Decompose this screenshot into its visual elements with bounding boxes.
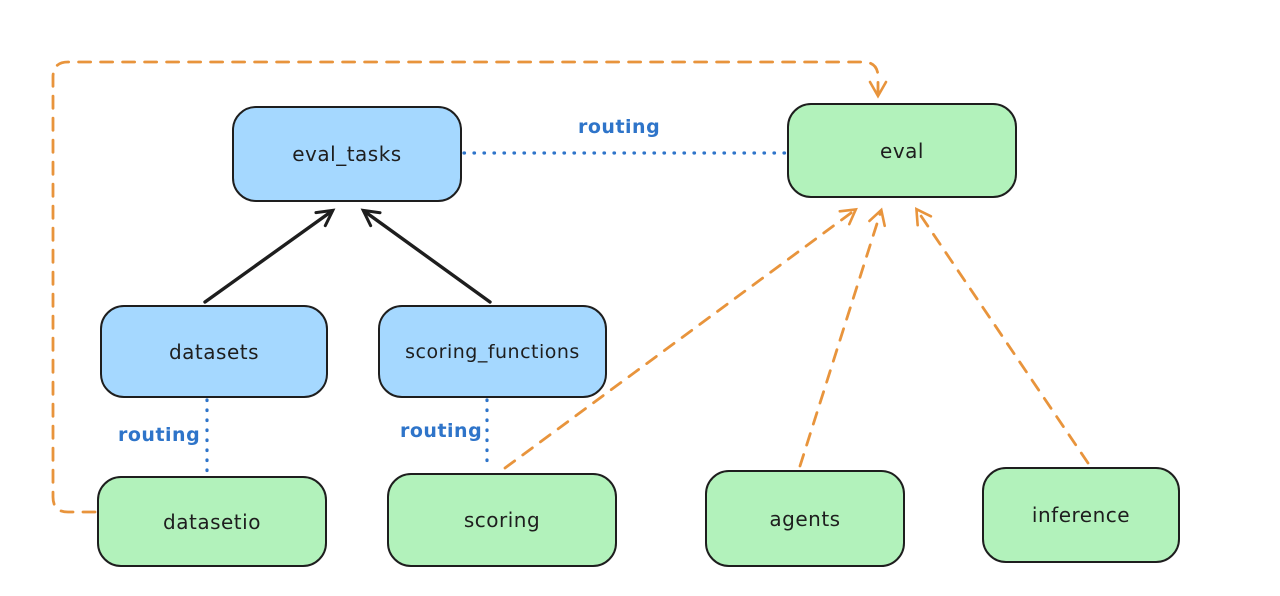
node-inference: inference: [982, 467, 1180, 563]
node-datasetio: datasetio: [97, 476, 327, 567]
node-datasets-label: datasets: [168, 339, 260, 364]
edge-agents-to-eval-dashed: [798, 207, 886, 468]
edge-label-routing-eval_tasks-eval: routing: [578, 116, 661, 138]
node-eval-tasks: eval_tasks: [232, 106, 462, 202]
node-eval-label: eval: [880, 138, 924, 163]
edge-label-routing-datasets-datasetio: routing: [118, 424, 201, 446]
node-agents-label: agents: [769, 506, 841, 531]
node-scoring-functions-label: scoring_functions: [405, 340, 580, 363]
node-inference-label: inference: [1031, 503, 1131, 527]
node-eval-tasks-label: eval_tasks: [292, 142, 402, 166]
edge-scoring_functions-to-eval_tasks-arrow: [360, 208, 492, 304]
node-scoring-label: scoring: [463, 508, 541, 532]
edge-inference-to-eval-dashed: [914, 207, 1090, 465]
edge-scoring-to-eval-dashed: [503, 207, 858, 470]
node-scoring-functions: scoring_functions: [378, 305, 607, 398]
node-agents: agents: [705, 470, 905, 567]
edge-label-routing-scoring_functions-scoring: routing: [400, 420, 483, 442]
node-eval: eval: [787, 103, 1017, 198]
edge-datasets-to-eval_tasks-arrow: [203, 208, 336, 304]
node-datasets: datasets: [100, 305, 328, 398]
node-scoring: scoring: [387, 473, 617, 567]
edge-datasetio-to-eval-dashed-loop: [51, 60, 888, 514]
node-datasetio-label: datasetio: [163, 509, 261, 534]
